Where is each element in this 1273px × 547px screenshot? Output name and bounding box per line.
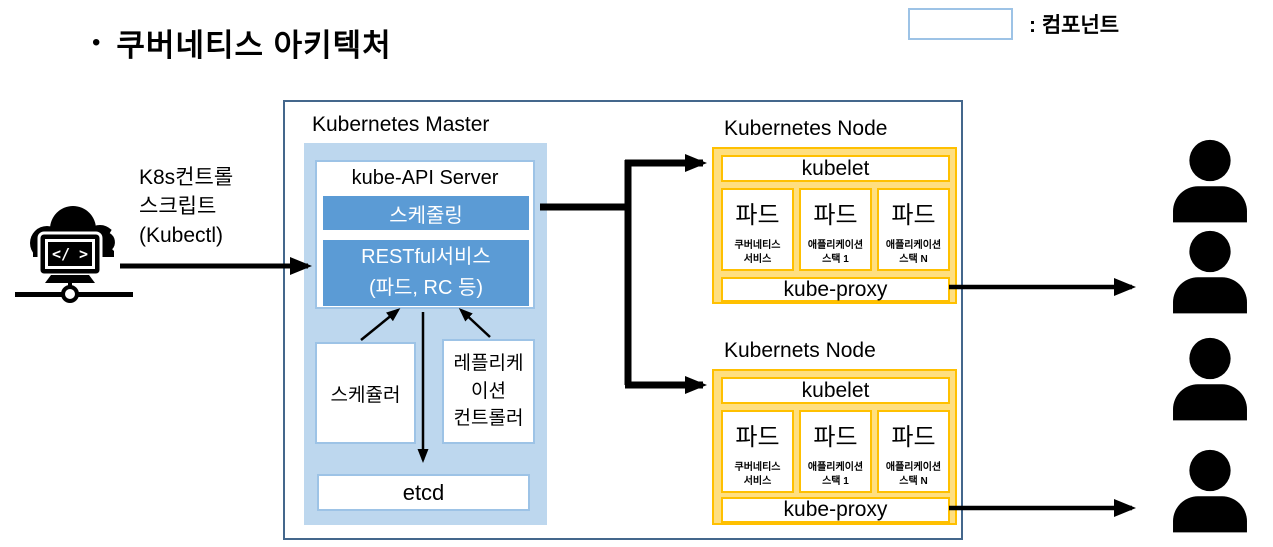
pod-subtitle: 쿠버네티스 서비스: [734, 462, 781, 487]
pod-subtitle: 애플리케이션 스택 1: [807, 462, 864, 487]
pod-subtitle: 애플리케이션 스택 N: [885, 240, 942, 265]
pod-title: 파드: [735, 424, 780, 451]
page-title-text: 쿠버네티스 아키텍처: [116, 28, 392, 63]
node-2-pods: 파드 쿠버네티스 서비스 파드 애플리케이션 스택 1 파드 애플리케이션 스택…: [721, 410, 950, 493]
node-1-pods: 파드 쿠버네티스 서비스 파드 애플리케이션 스택 1 파드 애플리케이션 스택…: [721, 188, 950, 271]
legend: : 컴포넌트: [908, 8, 1119, 40]
pod-title: 파드: [891, 424, 936, 451]
node-2-kube-proxy-box: kube-proxy: [721, 497, 950, 523]
legend-component-box: [908, 8, 1013, 40]
node-2-title: Kubernets Node: [724, 339, 876, 362]
restful-service-box: RESTful서비스 (파드, RC 등): [323, 240, 529, 306]
pod-box: 파드 쿠버네티스 서비스: [721, 410, 794, 493]
node-1-kubelet-box: kubelet: [721, 155, 950, 182]
pod-subtitle: 애플리케이션 스택 1: [807, 240, 864, 265]
person-icon: [1173, 337, 1247, 421]
pod-box: 파드 쿠버네티스 서비스: [721, 188, 794, 271]
pod-box: 파드 애플리케이션 스택 N: [877, 410, 950, 493]
pod-box: 파드 애플리케이션 스택 1: [799, 410, 872, 493]
etcd-box: etcd: [317, 474, 530, 511]
kube-api-server-title: kube-API Server: [351, 167, 499, 189]
pod-title: 파드: [891, 202, 936, 229]
node-2-kubelet-box: kubelet: [721, 377, 950, 404]
node-1-container: kubelet 파드 쿠버네티스 서비스 파드 애플리케이션 스택 1 파드 애…: [712, 147, 957, 304]
person-icon: [1173, 449, 1247, 533]
diagram-outer-box: Kubernetes Master kube-API Server 스케줄링 R…: [283, 100, 963, 540]
cloud-terminal-icon: </ >: [15, 206, 133, 303]
kubectl-label: K8s컨트롤 스크립트 (Kubectl): [139, 166, 234, 247]
pod-box: 파드 애플리케이션 스택 1: [799, 188, 872, 271]
kube-api-server-box: kube-API Server 스케줄링 RESTful서비스 (파드, RC …: [315, 160, 535, 309]
master-container: kube-API Server 스케줄링 RESTful서비스 (파드, RC …: [304, 143, 547, 525]
replication-controller-box: 레플리케 이션 컨트롤러: [442, 339, 535, 444]
node-1-kube-proxy-box: kube-proxy: [721, 277, 950, 302]
page-title: • 쿠버네티스 아키텍처: [92, 20, 392, 65]
code-glyph: </ >: [52, 245, 88, 263]
person-icon: [1173, 139, 1247, 223]
pod-subtitle: 쿠버네티스 서비스: [734, 240, 781, 265]
master-title: Kubernetes Master: [312, 113, 490, 136]
pod-title: 파드: [813, 424, 858, 451]
title-bullet: •: [92, 28, 101, 56]
cloud-highlight: [109, 228, 120, 253]
node-1-title: Kubernetes Node: [724, 117, 888, 140]
pod-title: 파드: [735, 202, 780, 229]
scheduler-box: 스케쥴러: [315, 342, 416, 444]
person-icon: [1173, 230, 1247, 314]
pod-box: 파드 애플리케이션 스택 N: [877, 188, 950, 271]
pod-subtitle: 애플리케이션 스택 N: [885, 462, 942, 487]
node-2-container: kubelet 파드 쿠버네티스 서비스 파드 애플리케이션 스택 1 파드 애…: [712, 369, 957, 525]
pod-title: 파드: [813, 202, 858, 229]
scheduling-box: 스케줄링: [323, 196, 529, 230]
legend-label: : 컴포넌트: [1029, 14, 1120, 37]
